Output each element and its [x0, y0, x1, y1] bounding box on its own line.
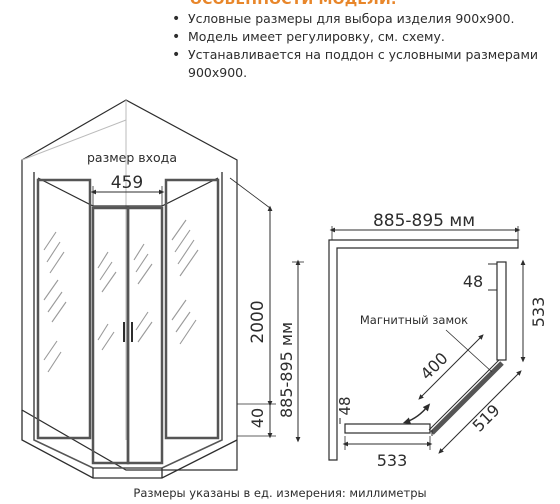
units-note: Размеры указаны в ед. измерения: миллиме…	[133, 486, 427, 500]
diagonal-value: 519	[469, 401, 504, 436]
feature-item: Устанавливается на поддон с условными ра…	[172, 46, 558, 82]
plan-view	[328, 226, 526, 461]
right-side-value: 533	[529, 297, 548, 328]
bottom-side-value: 533	[377, 451, 408, 470]
features-list: Условные размеры для выбора изделия 900х…	[172, 10, 558, 82]
magnet-lock-label: Магнитный замок	[360, 313, 468, 327]
right-profile-value: 48	[463, 272, 483, 291]
front-view	[21, 99, 304, 479]
magnet-lock-label-text: Магнитный замок	[360, 313, 468, 327]
feature-item: Условные размеры для выбора изделия 900х…	[172, 10, 558, 28]
tray-height-value: 40	[248, 408, 267, 428]
plan-width-range: 885-895 мм	[373, 211, 475, 231]
features-title: ОСОБЕННОСТИ МОДЕЛИ:	[190, 0, 397, 8]
door-width-value: 400	[417, 349, 452, 384]
glass-hatching	[43, 219, 199, 373]
right-fixed-panel	[164, 178, 220, 440]
bottom-profile-value: 48	[336, 396, 354, 415]
left-fixed-panel	[36, 178, 92, 440]
height-value: 2000	[248, 300, 268, 343]
left-door-panel	[91, 206, 130, 465]
cabin-frame	[33, 172, 223, 469]
entrance-width: 459	[111, 173, 143, 193]
entrance-label: размер входа	[87, 150, 177, 165]
depth-range-value: 885-895 мм	[277, 322, 296, 418]
feature-item: Модель имеет регулировку, см. схему.	[172, 28, 558, 46]
right-door-panel	[126, 206, 164, 465]
